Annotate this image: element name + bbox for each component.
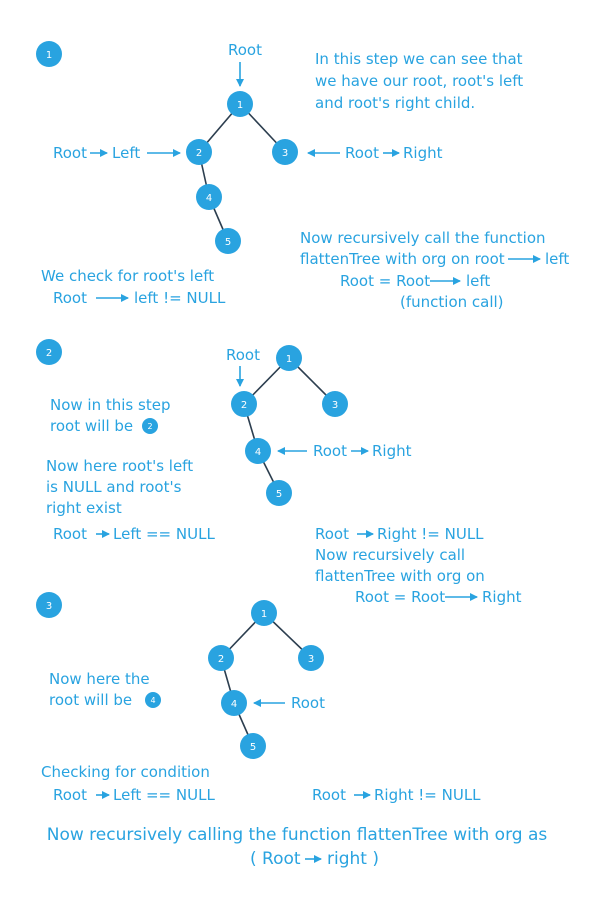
condition-text: Left == NULL — [113, 525, 215, 543]
right-label: Right — [403, 144, 443, 162]
step-3: 3 1 2 3 4 5 Root Now here the root will … — [36, 592, 481, 804]
recursion-text: Right != NULL — [377, 525, 484, 543]
tree-node: 4 — [221, 690, 247, 716]
svg-text:1: 1 — [237, 100, 243, 111]
svg-text:4: 4 — [206, 193, 212, 204]
step-number: 3 — [46, 601, 52, 612]
condition-text: Root — [53, 786, 87, 804]
footer: Now recursively calling the function fla… — [47, 825, 548, 869]
recursion-text: Root = Root — [340, 272, 430, 290]
tree-node: 2 — [186, 139, 212, 165]
recursion-text: Now recursively call — [315, 546, 465, 564]
description-line: root will be — [50, 417, 133, 435]
svg-text:5: 5 — [250, 742, 256, 753]
root-label: Root — [228, 41, 262, 59]
check-text: We check for root's left — [41, 267, 214, 285]
svg-text:5: 5 — [225, 237, 231, 248]
tree-node: 5 — [266, 480, 292, 506]
description-line: is NULL and root's — [46, 478, 182, 496]
step-2: 2 1 2 3 4 5 Root Root Right Now in this … — [36, 339, 522, 606]
inline-node-badge — [145, 692, 161, 708]
root-label: Root — [226, 346, 260, 364]
step-number: 1 — [46, 50, 52, 61]
recursion-text: Now recursively call the function — [300, 229, 546, 247]
description-line: and root's right child. — [315, 94, 475, 112]
recursion-text: left — [545, 250, 569, 268]
svg-text:2: 2 — [218, 654, 224, 665]
tree-node: 1 — [251, 600, 277, 626]
checking-text: Checking for condition — [41, 763, 210, 781]
root-label: Root — [53, 144, 87, 162]
tree-node: 2 — [208, 645, 234, 671]
description-line: Now here root's left — [46, 457, 193, 475]
check-text: left != NULL — [134, 289, 226, 307]
inline-node-badge — [142, 418, 158, 434]
tree-node: 5 — [240, 733, 266, 759]
tree-node: 2 — [231, 391, 257, 417]
recursion-text: Right — [482, 588, 522, 606]
svg-text:4: 4 — [255, 447, 261, 458]
svg-text:5: 5 — [276, 489, 282, 500]
svg-text:3: 3 — [308, 654, 314, 665]
tree-node: 4 — [196, 184, 222, 210]
description-line: Now in this step — [50, 396, 170, 414]
recursion-text: (function call) — [400, 293, 504, 311]
recursion-text: flattenTree with org on — [315, 567, 485, 585]
description-line: root will be — [49, 691, 132, 709]
recursion-text: Root = Root — [355, 588, 445, 606]
step-badge — [36, 592, 62, 618]
inline-node-number: 4 — [150, 696, 155, 705]
condition-text: Root — [53, 525, 87, 543]
recursion-text: flattenTree with org on root — [300, 250, 505, 268]
root-label: Root — [313, 442, 347, 460]
recursion-text: Root — [315, 525, 349, 543]
tree-node: 1 — [276, 345, 302, 371]
step-1: 1 1 2 3 4 5 Root Root Left Root Right In… — [36, 41, 569, 311]
svg-text:3: 3 — [332, 400, 338, 411]
description-line: right exist — [46, 499, 122, 517]
step-badge — [36, 41, 62, 67]
tree-node: 1 — [227, 91, 253, 117]
step-badge — [36, 339, 62, 365]
footer-line: right ) — [327, 849, 379, 869]
svg-text:2: 2 — [241, 400, 247, 411]
check-text: Root — [53, 289, 87, 307]
tree-node: 3 — [322, 391, 348, 417]
tree-node: 5 — [215, 228, 241, 254]
footer-line: ( Root — [250, 849, 301, 869]
svg-text:1: 1 — [261, 609, 267, 620]
condition-text: Right != NULL — [374, 786, 481, 804]
inline-node-number: 2 — [147, 422, 152, 431]
description-line: In this step we can see that — [315, 50, 523, 68]
step-number: 2 — [46, 348, 52, 359]
recursion-text: left — [466, 272, 490, 290]
right-label: Right — [372, 442, 412, 460]
footer-line: Now recursively calling the function fla… — [47, 825, 548, 845]
description-line: Now here the — [49, 670, 150, 688]
svg-text:3: 3 — [282, 148, 288, 159]
condition-text: Left == NULL — [113, 786, 215, 804]
svg-text:2: 2 — [196, 148, 202, 159]
tree-node: 3 — [272, 139, 298, 165]
tree-node: 3 — [298, 645, 324, 671]
tree-node: 4 — [245, 438, 271, 464]
root-label: Root — [345, 144, 379, 162]
description-line: we have our root, root's left — [315, 72, 523, 90]
svg-text:4: 4 — [231, 699, 237, 710]
left-label: Left — [112, 144, 140, 162]
condition-text: Root — [312, 786, 346, 804]
root-label: Root — [291, 694, 325, 712]
svg-text:1: 1 — [286, 354, 292, 365]
